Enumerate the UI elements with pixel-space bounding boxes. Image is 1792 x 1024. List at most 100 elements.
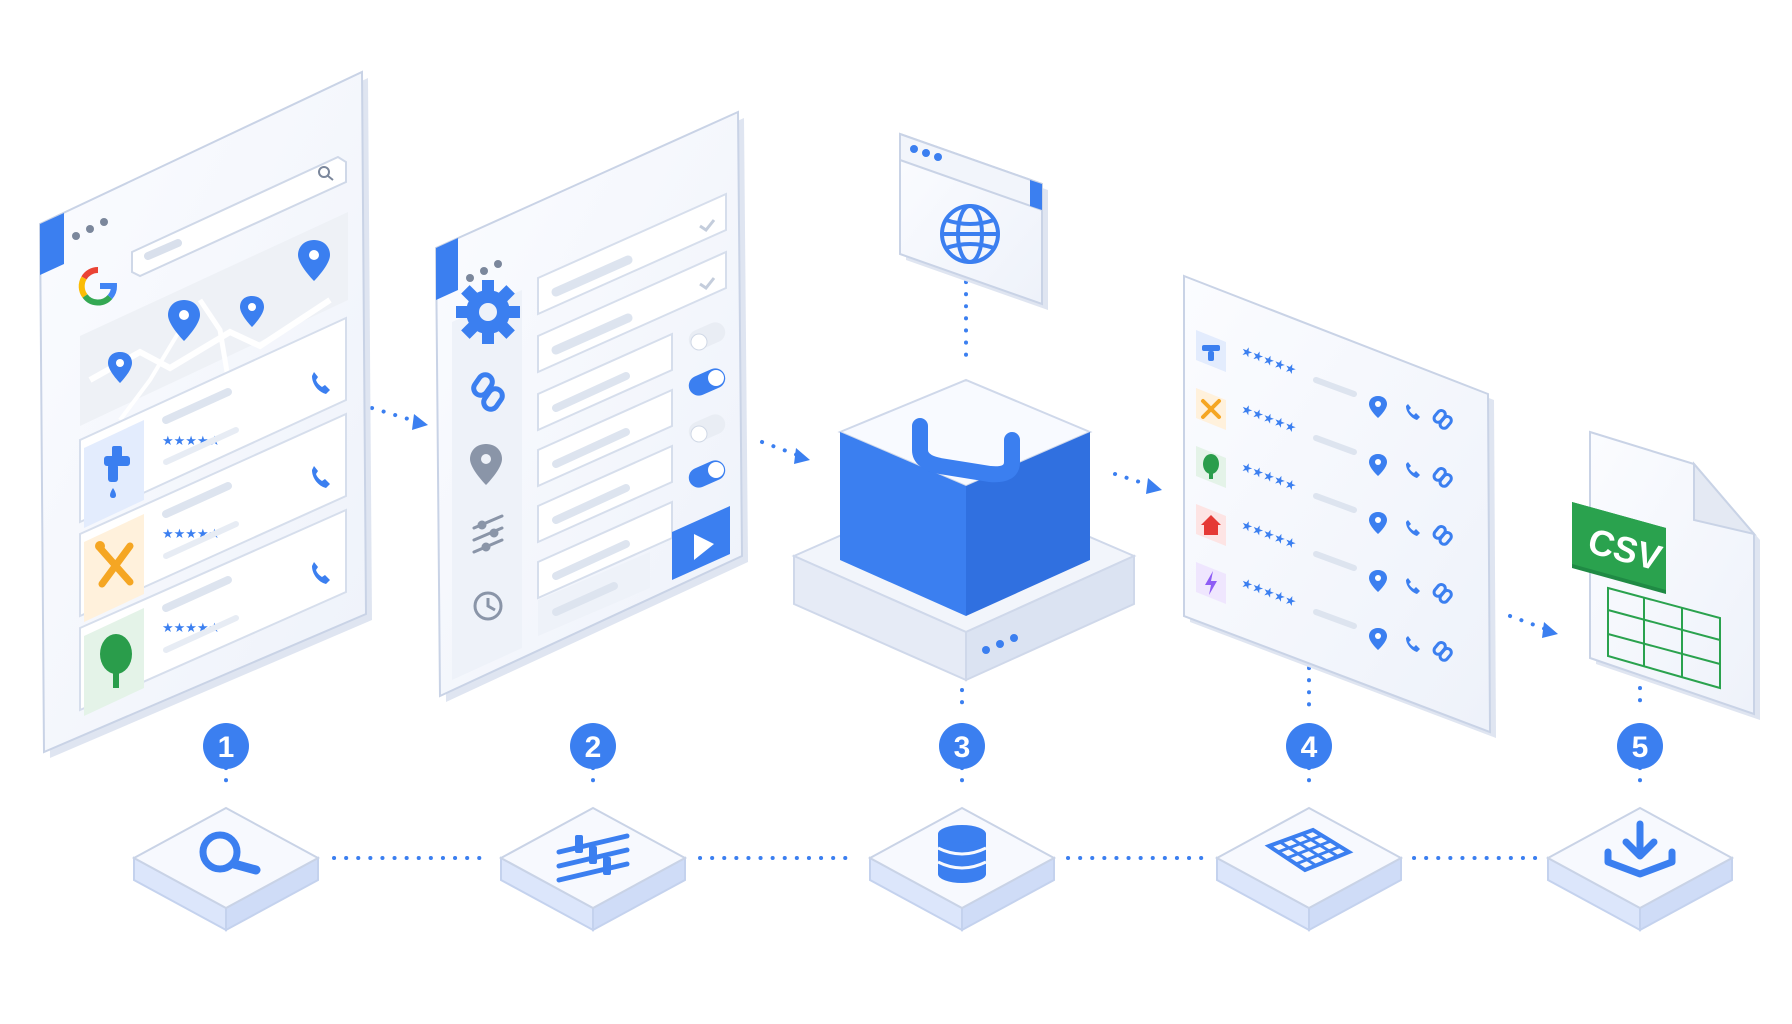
link-icon[interactable] <box>1432 466 1453 488</box>
step-number: 4 <box>1301 731 1318 764</box>
link-icon[interactable] <box>1432 524 1453 546</box>
location-pin-icon[interactable] <box>1369 570 1387 592</box>
link-icon[interactable] <box>471 372 505 412</box>
toggle-switch-off[interactable] <box>686 411 729 445</box>
toggle-switch-on[interactable] <box>686 365 729 399</box>
tree-icon <box>100 634 132 688</box>
csv-file: CSV <box>1572 430 1760 720</box>
gear-icon[interactable] <box>456 280 520 344</box>
arrowhead-1-2 <box>412 414 428 430</box>
phone-icon[interactable] <box>1406 636 1420 652</box>
category-tile <box>1196 504 1226 546</box>
search-input[interactable] <box>131 155 347 278</box>
step-badge: 5 <box>1617 723 1663 769</box>
download-icon <box>1604 820 1676 878</box>
cube-left-face <box>840 432 966 616</box>
step-badge: 1 <box>203 723 249 769</box>
toggle-switch-off[interactable] <box>686 319 729 353</box>
link-icon[interactable] <box>1432 582 1453 604</box>
text-placeholder <box>1313 493 1357 513</box>
link-icon[interactable] <box>1432 408 1453 430</box>
config-sidebar <box>452 290 522 680</box>
map-pins <box>108 240 330 383</box>
location-pin-icon[interactable] <box>1369 628 1387 650</box>
location-pin-icon[interactable] <box>1369 512 1387 534</box>
location-pin-icon[interactable] <box>1369 454 1387 476</box>
table-grid-icon <box>1264 827 1354 873</box>
play-icon <box>694 534 714 560</box>
faucet-icon <box>104 446 130 498</box>
config-field[interactable] <box>537 250 727 374</box>
database-icon <box>937 825 987 883</box>
text-placeholder <box>1313 551 1357 571</box>
phone-icon[interactable] <box>1406 520 1420 536</box>
arrowhead-4-5 <box>1542 622 1558 638</box>
house-icon <box>1201 515 1221 535</box>
phone-icon[interactable] <box>312 562 330 584</box>
window-accent-bar <box>436 238 458 300</box>
tree-icon <box>1203 454 1219 479</box>
step-number: 2 <box>585 731 602 764</box>
phone-icon[interactable] <box>312 466 330 488</box>
step-tile[interactable] <box>131 806 321 932</box>
link-icon[interactable] <box>1432 640 1453 662</box>
result-card[interactable]: ★★★★★ <box>79 508 347 716</box>
globe-icon <box>940 204 1000 264</box>
text-placeholder <box>1313 377 1357 397</box>
arrow-1-2 <box>370 406 420 424</box>
brand-logo-icon <box>912 418 1020 483</box>
toggle-switch-on[interactable] <box>686 457 729 491</box>
category-tile <box>1196 562 1226 604</box>
result-card[interactable]: ★★★★★ <box>79 316 347 528</box>
faucet-icon <box>1202 345 1220 361</box>
website-window <box>899 132 1048 310</box>
processing-cube <box>791 378 1137 682</box>
phone-icon[interactable] <box>1406 578 1420 594</box>
location-pin-icon <box>168 300 200 341</box>
step-number: 3 <box>954 731 971 764</box>
arrow-2-3 <box>760 440 802 458</box>
run-button[interactable] <box>672 506 730 580</box>
location-pin-icon <box>240 296 264 327</box>
search-icon <box>199 831 261 875</box>
sliders-icon <box>556 833 630 883</box>
config-field[interactable] <box>537 388 673 488</box>
category-tile <box>1196 388 1226 430</box>
step-number: 5 <box>1632 731 1649 764</box>
step-badge: 2 <box>570 723 616 769</box>
location-pin-icon[interactable] <box>470 444 502 485</box>
config-field[interactable] <box>538 552 650 636</box>
config-field[interactable] <box>537 332 673 432</box>
search-icon[interactable] <box>318 166 334 181</box>
tools-icon <box>95 541 134 588</box>
config-field[interactable] <box>537 192 727 316</box>
text-placeholder <box>1313 435 1357 455</box>
result-card[interactable]: ★★★★★ <box>79 412 347 622</box>
location-pin-icon <box>298 240 330 281</box>
window-dots <box>910 145 942 161</box>
step-tile[interactable] <box>1545 806 1735 932</box>
steps-row: 1 2 3 4 5 <box>131 723 1735 932</box>
window-dots <box>466 260 502 282</box>
step-tile[interactable] <box>498 806 688 932</box>
google-logo-icon <box>78 266 117 306</box>
location-pin-icon[interactable] <box>1369 396 1387 418</box>
window-dots <box>72 218 108 240</box>
window-accent-bar <box>40 213 64 275</box>
config-field[interactable] <box>537 444 673 544</box>
phone-icon[interactable] <box>1406 462 1420 478</box>
step-badge: 4 <box>1286 723 1332 769</box>
lightning-icon <box>1205 571 1217 595</box>
sliders-icon[interactable] <box>472 514 504 554</box>
clock-icon[interactable] <box>473 591 503 621</box>
phone-icon[interactable] <box>312 372 330 394</box>
step-tile[interactable] <box>1214 806 1404 932</box>
arrow-4-5 <box>1508 614 1550 632</box>
step-tile[interactable] <box>867 806 1057 932</box>
file-corner-fold <box>1693 461 1757 536</box>
text-placeholder <box>1313 609 1357 629</box>
table-row[interactable]: ★★★★★ <box>1196 330 1453 430</box>
phone-icon[interactable] <box>1406 404 1420 420</box>
